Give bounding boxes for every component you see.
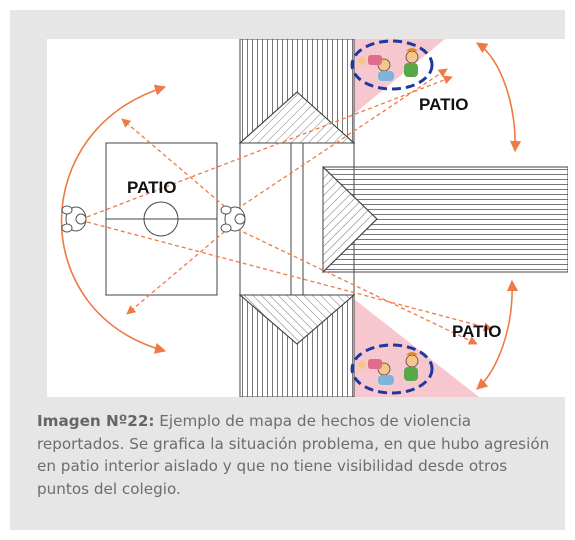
person-figure-icon [220,205,246,233]
children-fighting-icon [350,343,434,395]
sight-arc-bottom-right [476,279,519,390]
school-map-diagram: PATIO PATIO PATIO [47,39,568,397]
patio-label-left: PATIO [127,178,176,197]
sight-arc-top-right [476,42,522,153]
patio-label-bottom-right: PATIO [452,322,501,341]
sight-lines-center [121,68,478,345]
caption-title: Imagen Nº22: [37,412,155,430]
person-figure-icon [61,205,87,233]
soccer-field [105,142,218,296]
children-fighting-icon [350,39,434,91]
sight-arc-left [60,84,167,354]
building-right-wing [322,165,568,274]
building-top [238,39,356,144]
patio-label-top-right: PATIO [419,95,468,114]
building-bottom [238,294,356,397]
figure-panel: PATIO PATIO PATIO Imagen Nº22: Ejemplo d… [10,10,568,530]
sight-lines-left [86,75,493,332]
caption-text: Ejemplo de mapa de hechos de violencia r… [37,412,550,498]
figure-caption: Imagen Nº22: Ejemplo de mapa de hechos d… [37,410,557,500]
